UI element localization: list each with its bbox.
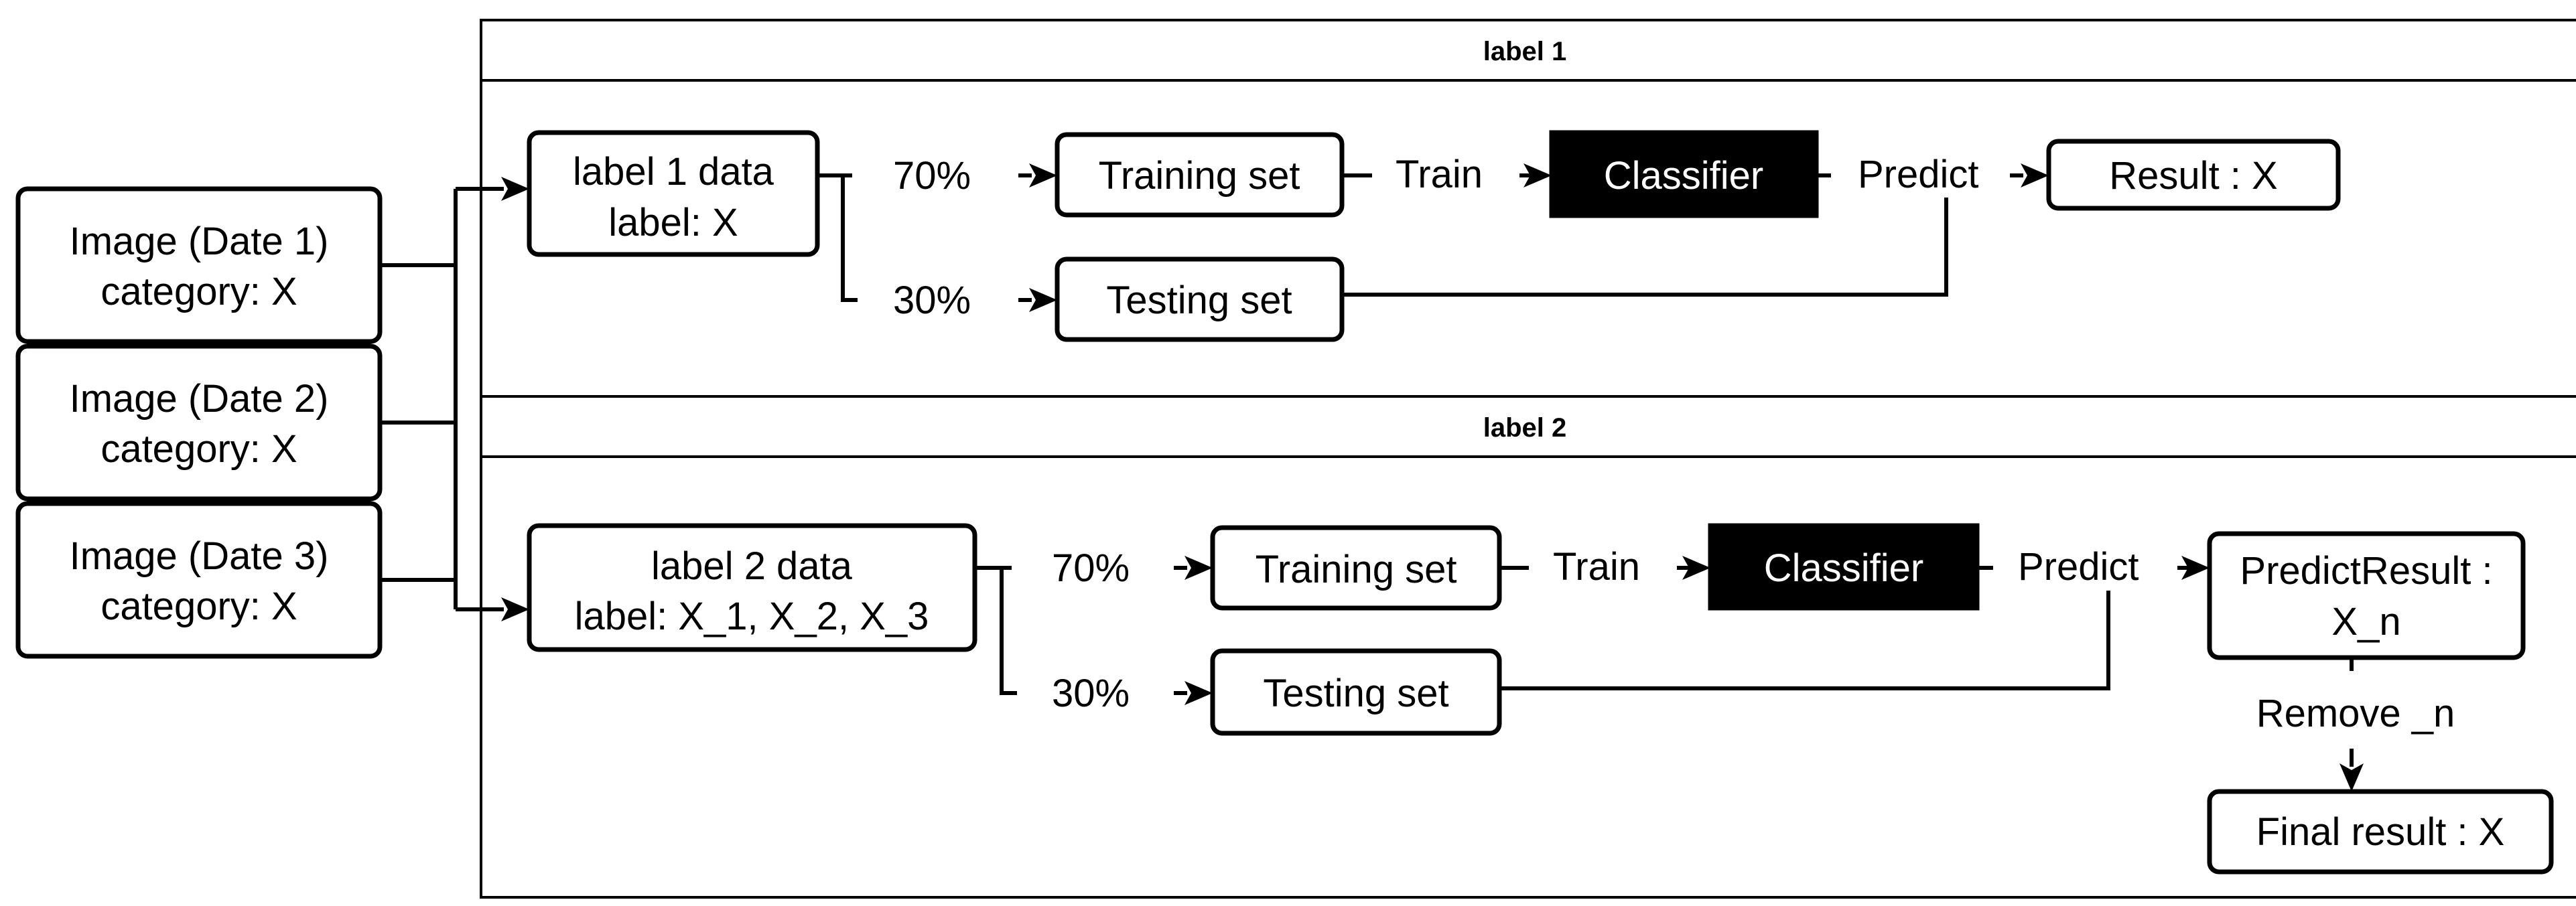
svg-text:label: X_1, X_2, X_3: label: X_1, X_2, X_3: [575, 595, 929, 638]
lane-1-classifier: Classifier: [1549, 130, 1819, 218]
lane-2-split-30: 30%: [1052, 672, 1130, 715]
svg-text:Image (Date 1): Image (Date 1): [70, 220, 329, 263]
lane-1-predict-label: Predict: [1858, 153, 1979, 196]
input-image-date-2: Image (Date 2) category: X: [15, 344, 383, 502]
svg-text:category: X: category: X: [100, 270, 297, 313]
svg-text:category: X: category: X: [100, 427, 297, 471]
svg-text:Final result : X: Final result : X: [2256, 810, 2505, 854]
svg-text:label 1 data: label 1 data: [573, 150, 774, 194]
lane-2-train-label: Train: [1553, 545, 1640, 589]
lane-2-data: label 2 data label: X_1, X_2, X_3: [527, 523, 977, 652]
input-image-date-3: Image (Date 3) category: X: [15, 501, 383, 659]
svg-text:Classifier: Classifier: [1604, 154, 1764, 198]
lane-2-classifier: Classifier: [1708, 523, 1980, 611]
lane-1-arrow-to-result: [2010, 163, 2049, 187]
svg-text:Testing set: Testing set: [1263, 672, 1448, 715]
lane-2-split-70: 70%: [1052, 546, 1130, 590]
svg-text:Training set: Training set: [1099, 154, 1300, 198]
lane-2-arrow-to-classifier: [1677, 556, 1710, 580]
lane-2-arrow-to-training: [1174, 556, 1213, 580]
svg-text:Image (Date 2): Image (Date 2): [70, 377, 329, 421]
input-image-date-1: Image (Date 1) category: X: [15, 186, 383, 344]
svg-text:Image (Date 3): Image (Date 3): [70, 534, 329, 578]
svg-text:Classifier: Classifier: [1764, 546, 1924, 590]
lane-1-train-label: Train: [1396, 153, 1483, 196]
lane-1-title: label 1: [1483, 37, 1567, 66]
lane-2-final-result: Final result : X: [2207, 789, 2554, 875]
lane-2-testing-set: Testing set: [1210, 648, 1502, 736]
svg-text:label: X: label: X: [608, 201, 738, 244]
svg-text:category: X: category: X: [100, 585, 297, 628]
lane-1-result: Result : X: [2046, 139, 2341, 211]
lane-1-arrow-to-training: [1018, 163, 1057, 187]
lane-1-testing-set: Testing set: [1055, 256, 1345, 342]
svg-text:PredictResult :: PredictResult :: [2240, 549, 2492, 593]
lane-2-title: label 2: [1483, 413, 1567, 443]
svg-text:X_n: X_n: [2331, 600, 2400, 644]
lane-1-data: label 1 data label: X: [527, 130, 820, 257]
lane-2-training-set: Training set: [1210, 525, 1502, 611]
lane-1-training-set: Training set: [1055, 132, 1345, 218]
lane-2-remove-label: Remove _n: [2256, 692, 2455, 735]
lane-1-split-30: 30%: [893, 279, 971, 322]
lane-2-predict-label: Predict: [2018, 545, 2139, 589]
lane-1-arrow-to-classifier: [1519, 163, 1552, 187]
lane-2-test-to-predict-connector: [1499, 591, 2110, 690]
lane-1-arrow-to-testing: [1018, 288, 1057, 312]
lane-2-split-connector: [975, 566, 1017, 695]
svg-text:Result : X: Result : X: [2109, 154, 2277, 198]
lane-2-arrow-to-final-result: [2340, 749, 2364, 791]
svg-text:Training set: Training set: [1256, 548, 1457, 591]
lane-1-split-70: 70%: [893, 154, 971, 198]
input-connectors: [380, 177, 529, 621]
swimlane-frame: [480, 19, 2576, 899]
svg-text:Testing set: Testing set: [1106, 279, 1292, 322]
lane-2-arrow-to-testing: [1174, 681, 1213, 705]
lane-1-test-to-predict-connector: [1342, 198, 1948, 297]
lane-2-predict-result: PredictResult : X_n: [2207, 531, 2526, 660]
lane-1-split-connector: [817, 173, 858, 302]
lane-2-arrow-to-predict-result: [2177, 556, 2210, 580]
svg-text:label 2 data: label 2 data: [651, 544, 853, 588]
